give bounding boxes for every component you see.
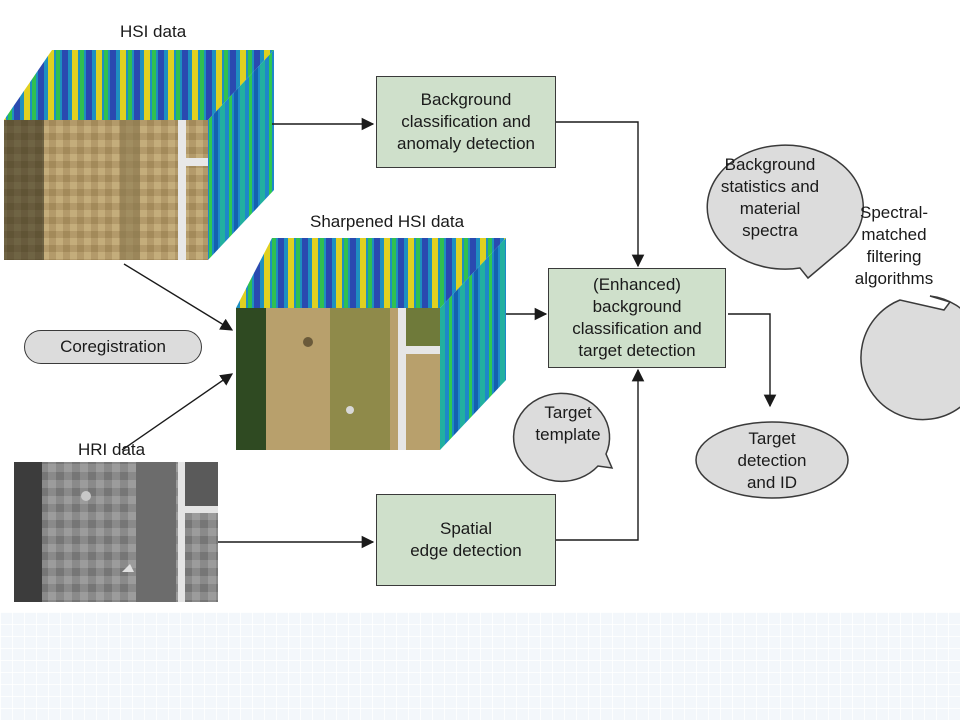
hsi-data-label: HSI data: [120, 22, 187, 41]
enhanced-detection-box: (Enhanced) background classification and…: [548, 268, 726, 368]
spectral-matched-text: Spectral- matched filtering algorithms: [854, 203, 934, 288]
connectors: [121, 117, 777, 549]
background-statistics-text: Background statistics and material spect…: [720, 155, 820, 240]
target-detection-text: Target detection and ID: [737, 429, 807, 492]
background-classification-box: Background classification and anomaly de…: [376, 76, 556, 168]
coregistration-pill: Coregistration: [24, 330, 202, 364]
bubbles: [512, 144, 960, 499]
spatial-edge-text: Spatial edge detection: [410, 519, 522, 560]
sharpened-hsi-label: Sharpened HSI data: [310, 212, 465, 231]
background-band: [0, 612, 960, 720]
hsi-cube: [4, 50, 274, 260]
hri-data-label: HRI data: [78, 440, 146, 459]
coregistration-text: Coregistration: [60, 337, 166, 356]
background-classification-text: Background classification and anomaly de…: [397, 90, 535, 153]
enhanced-detection-text: (Enhanced) background classification and…: [572, 275, 702, 360]
hri-image: [14, 462, 218, 602]
target-template-text: Target template: [535, 403, 601, 444]
spatial-edge-box: Spatial edge detection: [376, 494, 556, 586]
sharpened-hsi-cube: [236, 238, 506, 450]
